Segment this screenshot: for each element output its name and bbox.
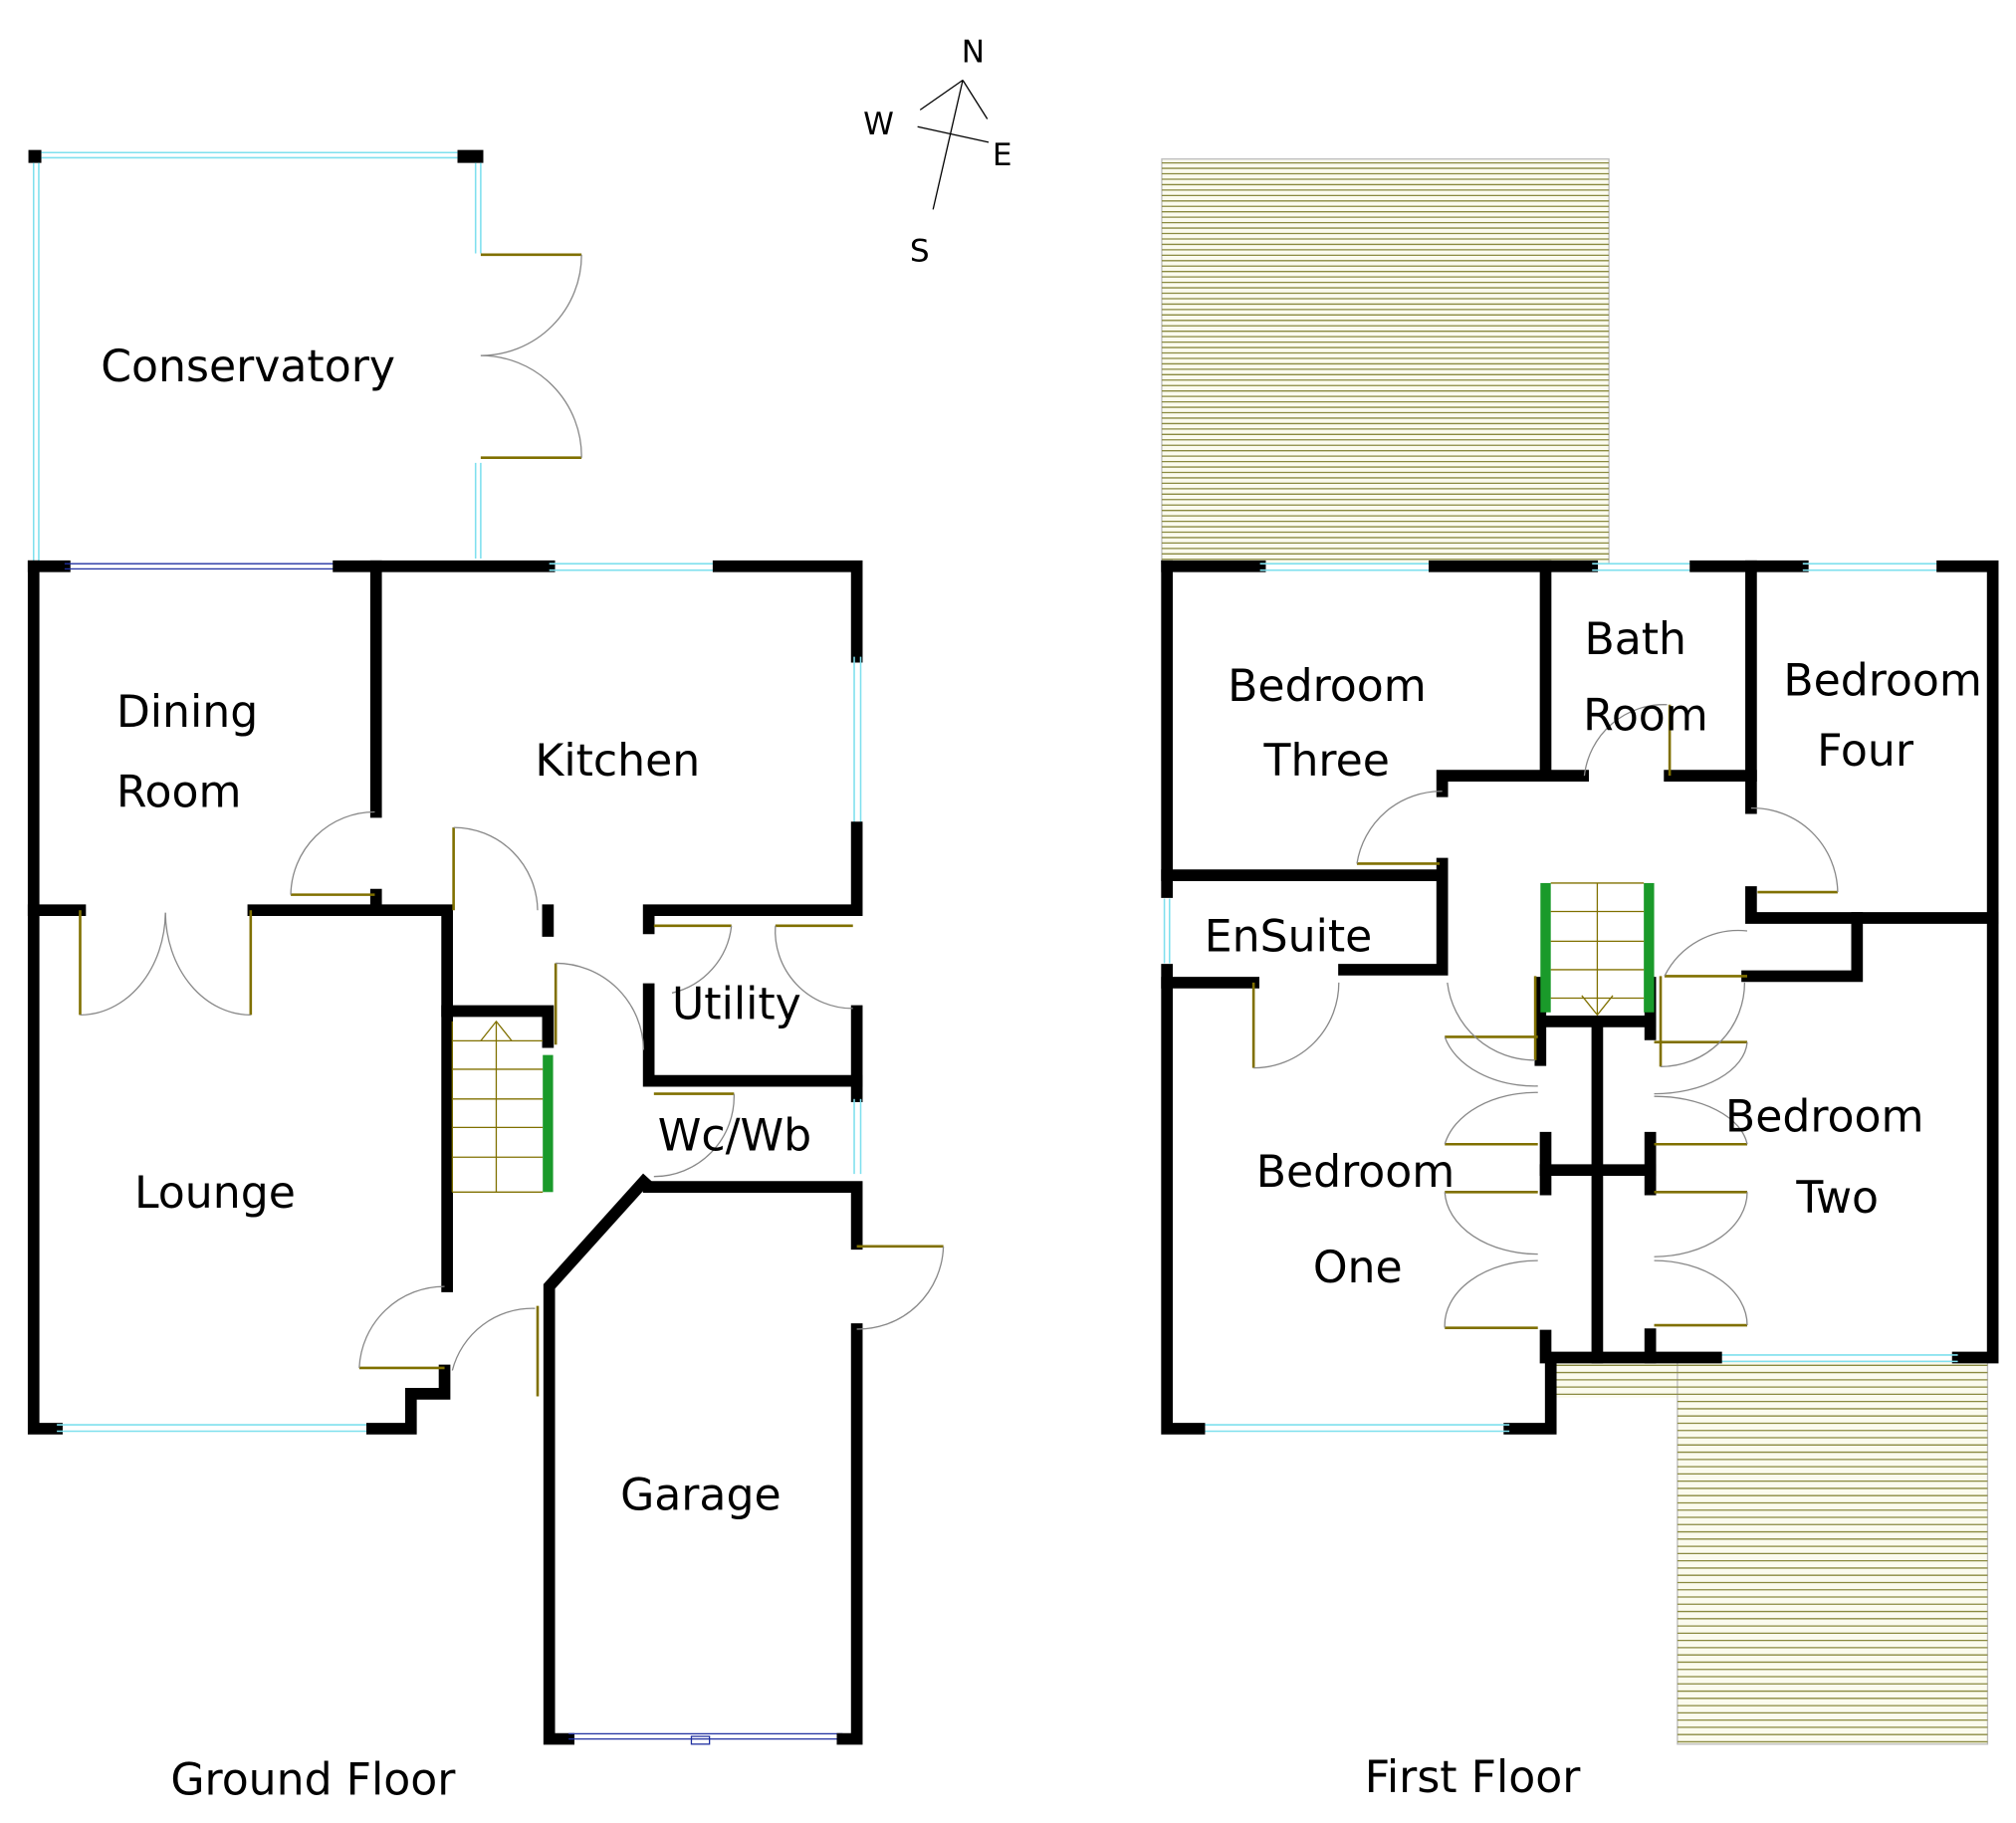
room-label-bedroom-one: Bedroom xyxy=(1256,1147,1456,1198)
ground-floor-walls xyxy=(27,560,863,1745)
room-label-bath: Bath xyxy=(1584,614,1686,665)
compass-west: W xyxy=(863,107,894,142)
ground-floor-plan: Conservatory Dining Room Kitchen Utility… xyxy=(27,149,945,1805)
room-label-bedroom-four: Bedroom xyxy=(1783,656,1982,707)
roof-area-bottom xyxy=(1550,1360,1989,1745)
room-label-bedroom-four-2: Four xyxy=(1817,726,1914,777)
first-floor-doors xyxy=(1251,704,1839,1329)
room-label-garage: Garage xyxy=(620,1471,782,1521)
ground-floor-caption: Ground Floor xyxy=(170,1754,456,1805)
room-label-kitchen: Kitchen xyxy=(535,736,700,787)
first-floor-caption: First Floor xyxy=(1365,1752,1581,1803)
room-label-conservatory: Conservatory xyxy=(101,342,395,392)
ground-floor-doors xyxy=(79,810,945,1397)
compass-north: N xyxy=(962,34,985,70)
first-floor-walls xyxy=(1161,560,1999,1435)
room-label-ensuite: EnSuite xyxy=(1205,912,1372,963)
room-label-bedroom-three: Bedroom xyxy=(1228,661,1427,712)
room-label-utility: Utility xyxy=(672,979,801,1029)
room-label-dining-2: Room xyxy=(116,767,242,817)
room-label-wc: Wc/Wb xyxy=(658,1111,811,1162)
first-floor-stairs xyxy=(1540,882,1655,1017)
room-label-bedroom-three-2: Three xyxy=(1263,736,1390,787)
room-label-bedroom-two: Bedroom xyxy=(1725,1091,1924,1142)
room-label-lounge: Lounge xyxy=(134,1168,296,1219)
ground-floor-stairs xyxy=(451,1020,554,1193)
room-label-bath-2: Room xyxy=(1583,691,1708,742)
room-label-bedroom-one-2: One xyxy=(1313,1243,1403,1293)
room-label-bedroom-two-2: Two xyxy=(1795,1173,1879,1224)
room-label-dining: Dining xyxy=(116,687,258,738)
compass-east: E xyxy=(993,137,1012,173)
compass-icon: N W E S xyxy=(863,34,1011,269)
conservatory xyxy=(28,149,582,565)
compass-south: S xyxy=(910,233,930,269)
first-floor-plan: Bedroom Three Bath Room Bedroom Four EnS… xyxy=(1161,158,1999,1803)
roof-area-top xyxy=(1161,158,1610,565)
